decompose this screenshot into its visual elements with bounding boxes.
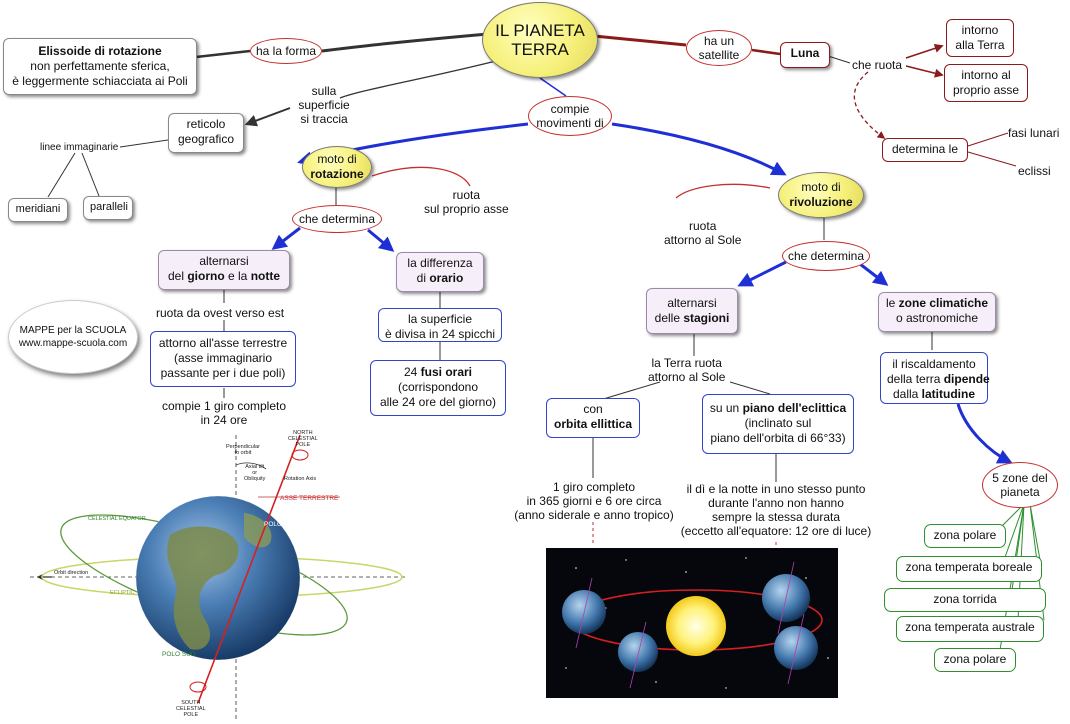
zone-item-torrida[interactable]: zona torrida bbox=[884, 588, 1046, 612]
seasons-orbit-image bbox=[546, 548, 838, 698]
label-linee-immaginarie: linee immaginarie bbox=[40, 142, 119, 153]
root-title-line1: IL PIANETA bbox=[495, 21, 585, 40]
box-elissoide[interactable]: Elissoide di rotazione non perfettamente… bbox=[3, 38, 197, 95]
diagram-label-polo-sud: POLO SUD bbox=[162, 651, 196, 658]
box-differenza-orario[interactable]: la differenza di orario bbox=[396, 252, 484, 292]
box-giorno-notte[interactable]: alternarsi del giorno e la notte bbox=[158, 250, 290, 290]
box-meridiani[interactable]: meridiani bbox=[8, 198, 68, 222]
diagram-label-ecliptic: ECLIPTIC bbox=[110, 590, 135, 596]
label-fasi-lunari: fasi lunari bbox=[1008, 126, 1060, 140]
diagram-label-rotation-axis: Rotation Axis bbox=[284, 476, 317, 482]
diagram-label-polo-nord: POLO NORD bbox=[264, 521, 304, 528]
elissoide-line2: non perfettamente sferica, bbox=[30, 59, 170, 73]
diagram-label-equator: CELESTIAL EQUATOR bbox=[88, 516, 146, 522]
zone-item-temperata-australe[interactable]: zona temperata australe bbox=[896, 616, 1044, 642]
root-node[interactable]: IL PIANETA TERRA bbox=[482, 2, 598, 78]
elissoide-line3: è leggermente schiacciata ai Poli bbox=[12, 74, 188, 88]
label-eclissi: eclissi bbox=[1018, 164, 1051, 178]
diagram-label-asse-terrestre: ASSE TERRESTRE bbox=[280, 495, 339, 502]
diagram-label-orbit: Orbit direction bbox=[54, 570, 89, 576]
zone-item-polare-sud[interactable]: zona polare bbox=[934, 648, 1016, 672]
zone-item-polare-nord[interactable]: zona polare bbox=[924, 524, 1006, 548]
box-zone-climatiche[interactable]: le zone climatiche o astronomiche bbox=[878, 292, 996, 332]
box-piano-eclittica[interactable]: su un piano dell'eclittica (inclinato su… bbox=[702, 394, 854, 454]
zone-item-temperata-boreale[interactable]: zona temperata boreale bbox=[896, 556, 1042, 582]
box-luna[interactable]: Luna bbox=[780, 42, 830, 68]
box-riscaldamento[interactable]: il riscaldamento della terra dipende dal… bbox=[880, 352, 990, 404]
earth-rotation-diagram bbox=[30, 434, 406, 719]
link-ha-la-forma: ha la forma bbox=[250, 38, 322, 64]
label-che-ruota: che ruota bbox=[852, 58, 903, 72]
root-title-line2: TERRA bbox=[511, 40, 569, 59]
link-rivoluzione-che-determina: che determina bbox=[782, 241, 870, 271]
box-stagioni[interactable]: alternarsi delle stagioni bbox=[646, 288, 738, 334]
elissoide-title: Elissoide di rotazione bbox=[38, 44, 162, 58]
box-determina-le[interactable]: determina le bbox=[882, 138, 968, 162]
box-paralleli[interactable]: paralleli bbox=[83, 196, 133, 220]
link-rotazione-che-determina: che determina bbox=[292, 205, 382, 233]
box-asse-terrestre[interactable]: attorno all'asse terrestre(asse immagina… bbox=[150, 331, 296, 387]
label-ovest-est: ruota da ovest verso est bbox=[156, 306, 285, 320]
